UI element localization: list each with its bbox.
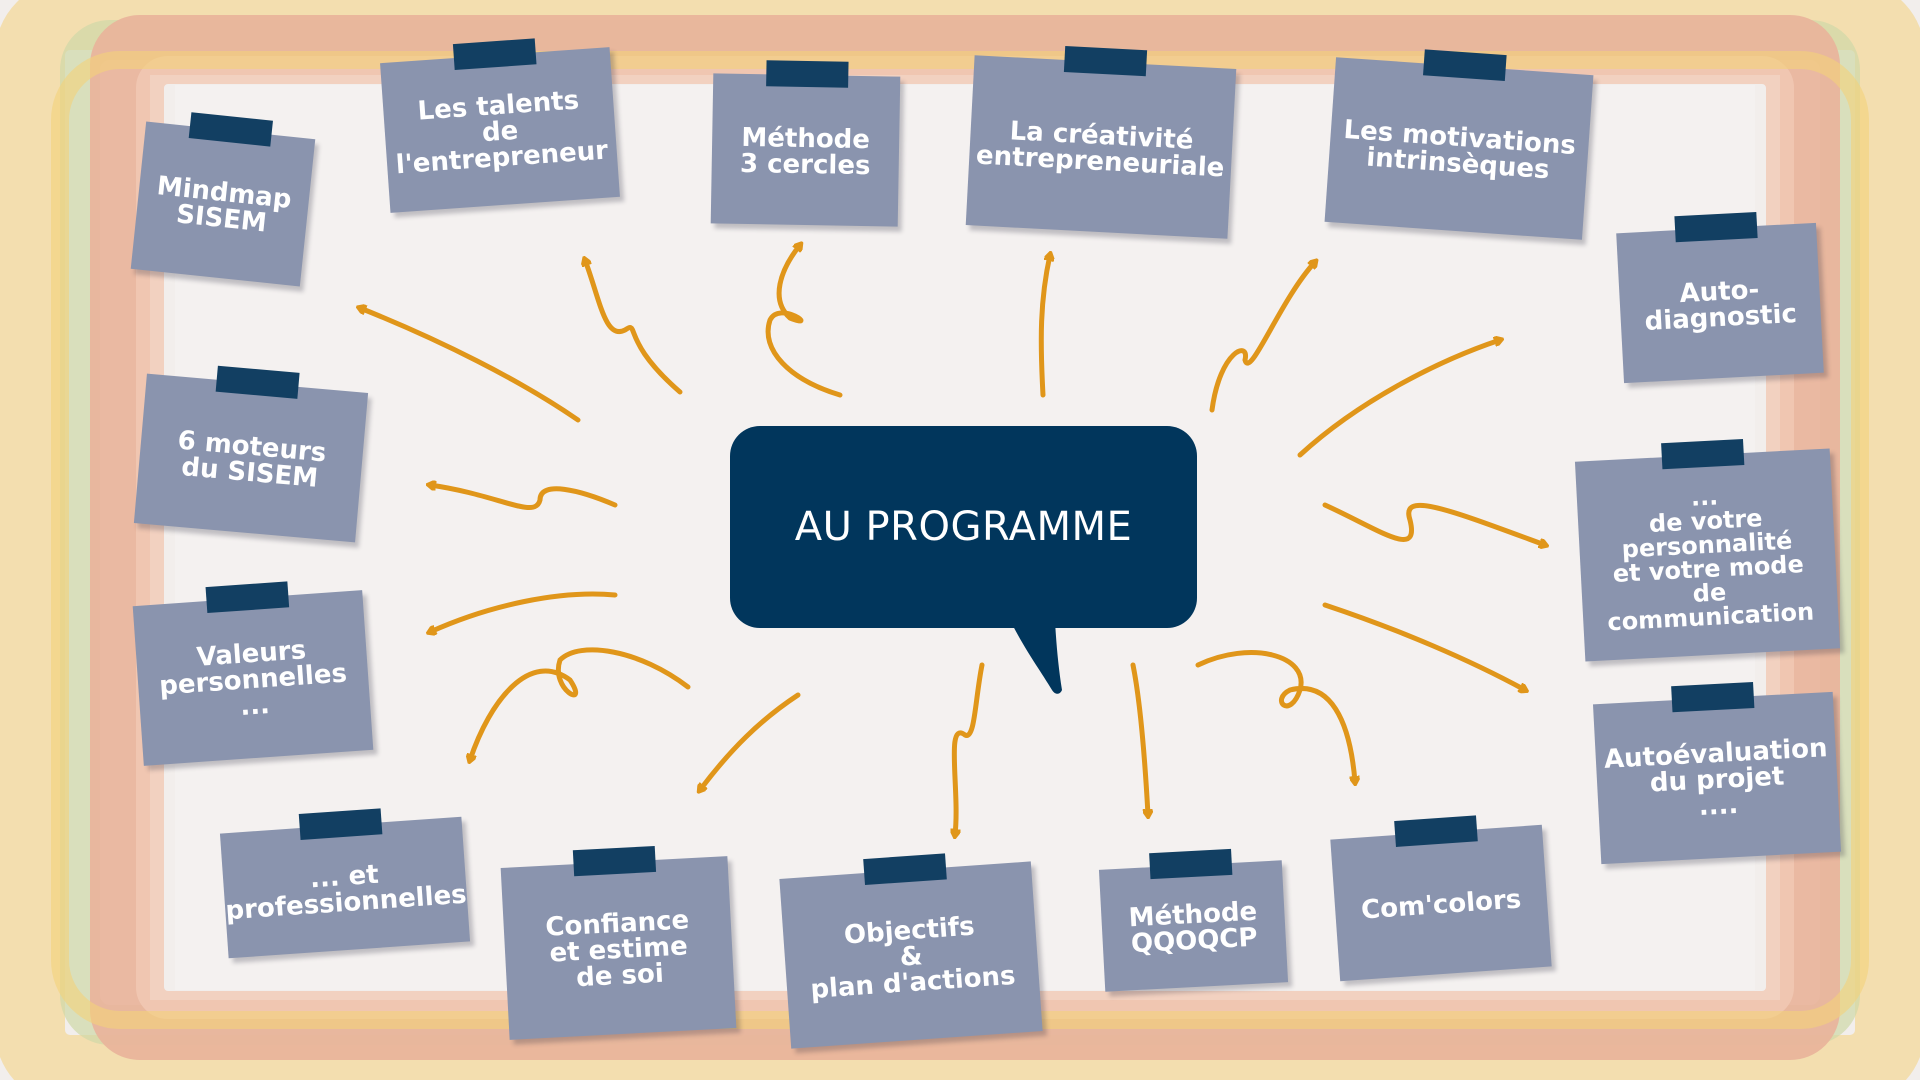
tape-icon [452, 38, 537, 71]
note-creativite: La créativité entrepreneuriale [965, 45, 1237, 239]
note-autodiagnostic: Auto- diagnostic [1616, 211, 1824, 384]
note-label: 6 moteurs du SISEM [176, 425, 328, 494]
note-label: Les talents de l'entrepreneur [394, 85, 609, 181]
note-label: Les motivations intrinsèques [1342, 114, 1577, 185]
note-label: Auto- diagnostic [1643, 274, 1798, 337]
note-valeurs: Valeurs personnelles ... [132, 581, 374, 766]
tape-icon [205, 581, 290, 614]
note-label: Confiance et estime de soi [544, 905, 690, 994]
note-qqoqcp: Méthode QQOQCP [1098, 848, 1289, 992]
note-label: Objectifs & plan d'actions [809, 911, 1017, 1006]
note-label: La créativité entrepreneuriale [975, 116, 1226, 184]
note-methode-3-cercles: Méthode 3 cercles [710, 60, 901, 227]
note-label: Mindmap SISEM [155, 171, 293, 239]
note-label: ... et professionnelles [224, 859, 468, 926]
tape-icon [1394, 815, 1478, 848]
note-mindmap-sisem: Mindmap SISEM [130, 112, 316, 287]
note-comcolors: Com'colors [1330, 815, 1552, 982]
tape-icon [1063, 45, 1148, 77]
center-title: AU PROGRAMME [794, 504, 1133, 550]
note-label: Méthode QQOQCP [1127, 896, 1259, 960]
note-objectifs: Objectifs & plan d'actions [779, 853, 1043, 1049]
tape-icon [1674, 211, 1758, 243]
note-personnalite: ... de votre personnalité et votre mode … [1574, 439, 1841, 662]
note-label: Méthode 3 cercles [739, 122, 871, 182]
tape-icon [1671, 681, 1755, 713]
tape-icon [765, 60, 849, 88]
note-label: Com'colors [1360, 884, 1523, 926]
note-label: Autoévaluation du projet .... [1603, 733, 1829, 822]
note-confiance: Confiance et estime de soi [500, 845, 737, 1040]
tape-icon [863, 853, 947, 886]
tape-icon [1660, 439, 1744, 470]
note-professionnelles: ... et professionnelles [219, 808, 471, 959]
note-label: Valeurs personnelles ... [158, 635, 348, 722]
note-6-moteurs: 6 moteurs du SISEM [133, 365, 369, 543]
center-bubble: AU PROGRAMME [730, 426, 1197, 628]
tape-icon [1148, 848, 1232, 880]
note-autoevaluation: Autoévaluation du projet .... [1592, 681, 1842, 865]
tape-icon [1423, 49, 1507, 82]
tape-icon [572, 845, 656, 877]
note-label: ... de votre personnalité et votre mode … [1606, 482, 1815, 637]
note-talents: Les talents de l'entrepreneur [380, 38, 620, 213]
note-motivations: Les motivations intrinsèques [1324, 49, 1594, 240]
speech-tail-icon [1010, 620, 1062, 694]
tape-icon [298, 808, 383, 840]
